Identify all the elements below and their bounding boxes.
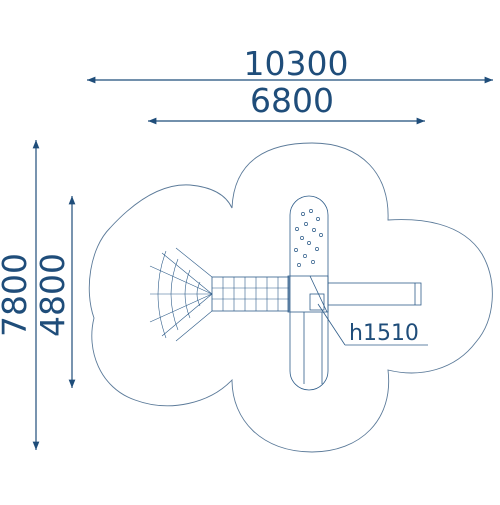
equipment-depth-label: 4800 — [33, 253, 72, 337]
bridge-grid — [211, 276, 290, 312]
height-callout — [317, 303, 428, 346]
equipment-width-label: 6800 — [250, 81, 334, 120]
safety-zone-outline — [88, 142, 493, 453]
overall-depth-label: 7800 — [0, 253, 34, 337]
overall-width-label: 10300 — [244, 44, 349, 83]
platform-height-label: h1510 — [349, 321, 419, 346]
climbing-holds — [294, 209, 323, 267]
slide — [327, 282, 422, 306]
spider-web-net — [149, 247, 213, 342]
platform-post-square — [309, 293, 325, 311]
